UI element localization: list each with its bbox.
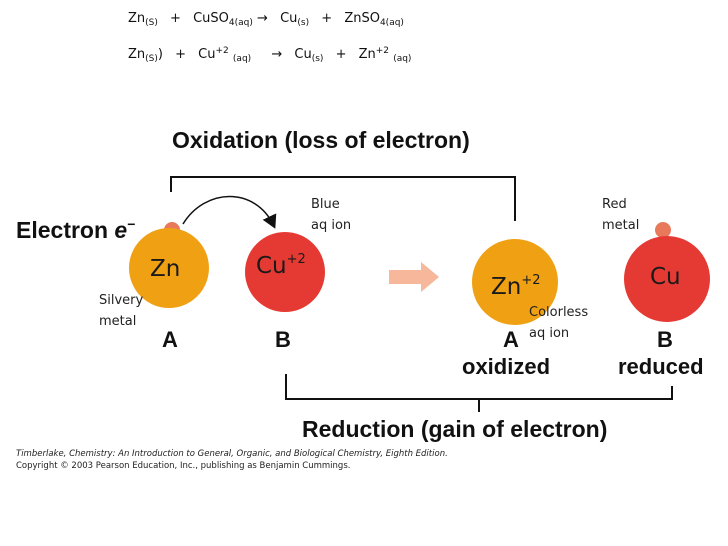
letter-a-left: A xyxy=(162,327,178,352)
credit-line-2: Copyright © 2003 Pearson Education, Inc.… xyxy=(16,461,351,471)
zn-ion-right xyxy=(472,239,558,325)
oxidation-bracket xyxy=(170,176,516,221)
oxidized-label: oxidized xyxy=(462,354,551,379)
reaction-direction-arrow-icon xyxy=(389,262,439,292)
reduction-title: Reduction (gain of electron) xyxy=(302,416,608,442)
zn-atom-left xyxy=(129,228,209,308)
electron-dot-right xyxy=(655,222,671,238)
cu-ion-left xyxy=(245,232,325,312)
credit-line-1: Timberlake, Chemistry: An Introduction t… xyxy=(16,449,448,459)
cu-atom-right xyxy=(624,236,710,322)
oxidation-title: Oxidation (loss of electron) xyxy=(172,127,470,153)
zn-atom-left-label: Zn xyxy=(150,256,181,282)
letter-b-left: B xyxy=(275,327,291,352)
reduced-label: reduced xyxy=(618,354,704,379)
cu-ion-left-label: Cu+2 xyxy=(256,252,306,279)
letter-a-right: A xyxy=(503,327,519,352)
letter-b-right: B xyxy=(657,327,673,352)
equation-ionic: Zn(S)) + Cu+2 (aq) → Cu(s) + Zn+2 (aq) xyxy=(128,46,412,64)
equation-molecular: Zn(S) + CuSO4(aq) → Cu(s) + ZnSO4(aq) xyxy=(128,11,404,28)
reaction-arrow-icon: → xyxy=(257,11,268,26)
zn-ion-right-label: Zn+2 xyxy=(491,273,541,300)
cu-atom-right-label: Cu xyxy=(650,264,681,290)
reaction-arrow-icon: → xyxy=(271,47,283,62)
electron-transfer-arrow xyxy=(182,195,277,229)
electron-label: Electron e− xyxy=(16,216,136,243)
